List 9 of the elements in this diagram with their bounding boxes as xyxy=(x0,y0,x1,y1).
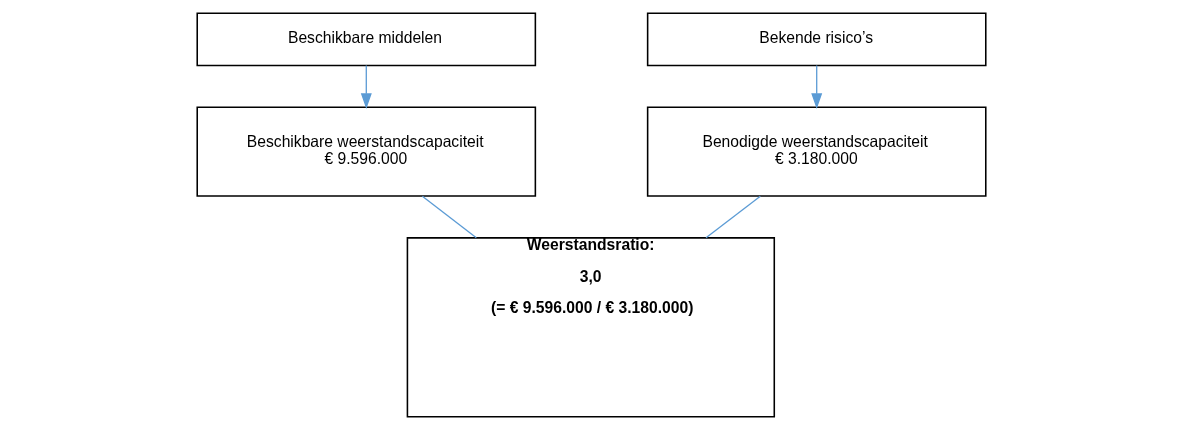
connector xyxy=(705,195,761,239)
node-box: Beschikbare middelen xyxy=(196,12,537,67)
arrow xyxy=(811,64,823,110)
node-box: Weerstandsratio: 3,0 (= € 9.596.000 / € 3.180.000) xyxy=(406,237,776,418)
connector xyxy=(421,195,477,239)
node-box: Beschikbare weerstandscapaciteit € 9.596.000 xyxy=(196,106,537,197)
node-box: Bekende risico’s xyxy=(646,12,987,67)
arrow xyxy=(360,64,372,110)
node-box: Benodigde weerstandscapaciteit € 3.180.000 xyxy=(646,106,987,197)
